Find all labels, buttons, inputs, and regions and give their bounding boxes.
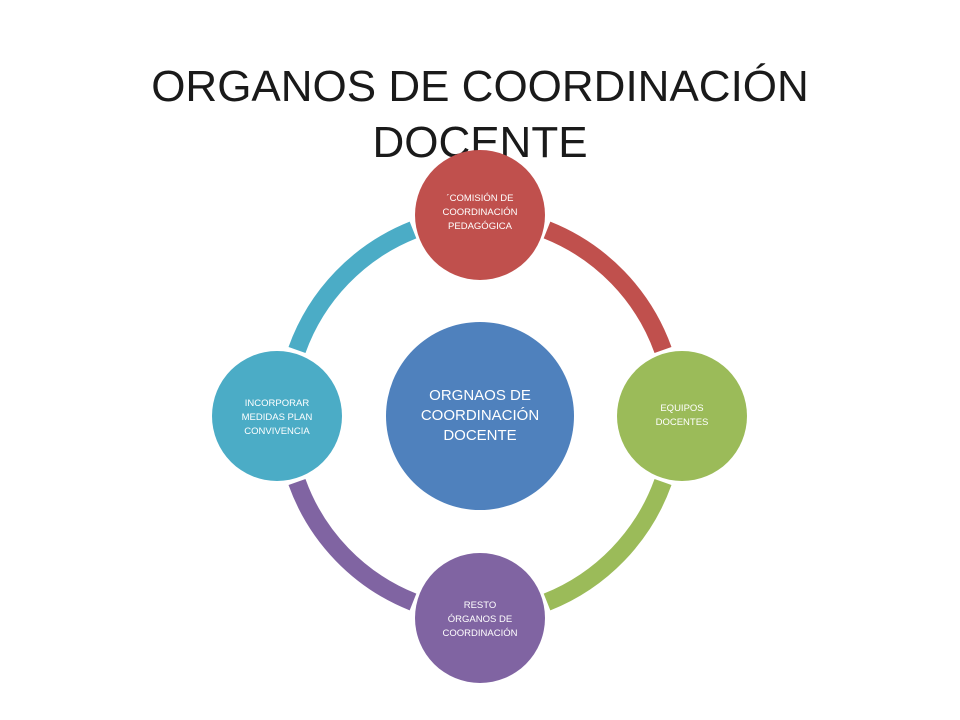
node-equipos-label: EQUIPOS DOCENTES [655,403,709,428]
ring-arc-incorporar-comision [288,221,417,354]
node-resto-label: RESTO ÓRGANOS DE COORDINACIÓN [442,600,518,639]
node-equipos-circle [617,351,747,481]
ring-arc-resto-incorporar [288,478,417,611]
node-comision-label: ´COMISIÓN DE COORDINACIÓN PEDAGÓGICA [442,193,518,232]
center-label: ORGNAOS DE COORDINACIÓN DOCENTE [420,387,540,444]
node-incorporar-circle [212,351,342,481]
ring-arc-comision-equipos [543,221,672,354]
node-incorporar-label: INCORPORAR MEDIDAS PLAN CONVIVENCIA [241,398,313,437]
title-line-1: ORGANOS DE COORDINACIÓN [151,62,809,112]
center-circle [386,322,574,510]
node-resto-circle [415,553,545,683]
node-comision-circle [415,150,545,280]
slide-title: ORGANOS DE COORDINACIÓN DOCENTE [0,59,960,171]
ring-arc-equipos-resto [543,478,672,611]
